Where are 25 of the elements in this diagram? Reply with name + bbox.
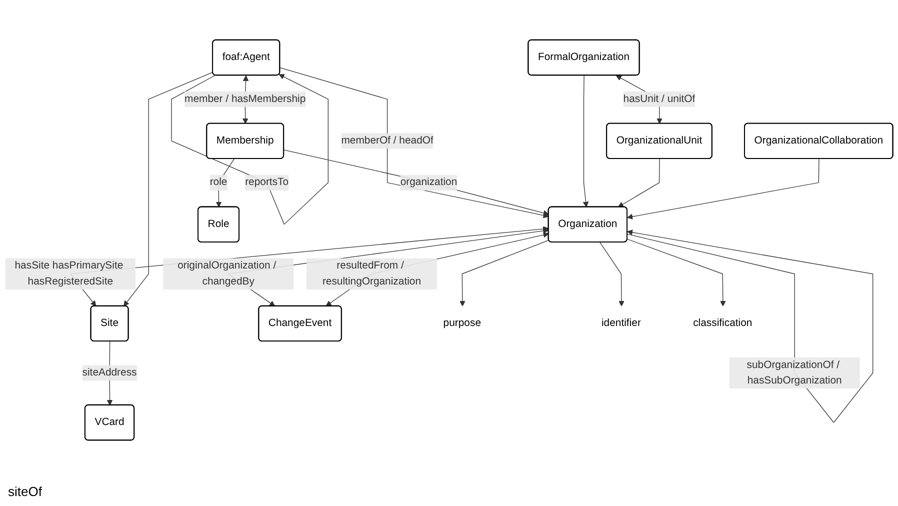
- edge-label: reportsTo: [245, 176, 289, 188]
- property-label: siteOf: [8, 484, 42, 499]
- edge-label: resultedFrom / resultingOrganization: [322, 260, 422, 287]
- edge-label: hasUnit / unitOf: [623, 93, 696, 104]
- arrow: [600, 242, 624, 306]
- arrow: [216, 158, 235, 208]
- edge-label: organization: [400, 176, 458, 188]
- arrow: [627, 158, 820, 220]
- arrow: [460, 240, 550, 306]
- arrow: [582, 75, 589, 208]
- edge-label: hasSite hasPrimarySite hasRegisteredSite: [14, 260, 124, 287]
- edge-label: member / hasMembership: [184, 93, 306, 104]
- arrow: [618, 158, 660, 208]
- edge-label: subOrganizationOf / hasSubOrganization: [746, 359, 842, 386]
- edge-label: memberOf / headOf: [341, 135, 434, 146]
- edge-label: originalOrganization / changedBy: [178, 260, 276, 287]
- node-text: purpose: [443, 318, 481, 329]
- node-text: identifier: [601, 318, 641, 329]
- edge-label: siteAddress: [82, 367, 137, 378]
- arrow: [627, 238, 726, 306]
- node-text: classification: [693, 318, 752, 329]
- arrow: [280, 67, 549, 218]
- arrow: [284, 150, 549, 216]
- arrow: [123, 72, 214, 306]
- edge-label: role: [210, 176, 228, 188]
